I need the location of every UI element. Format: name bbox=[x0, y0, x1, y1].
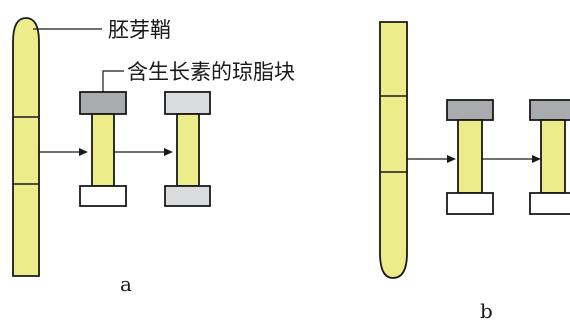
agar-block-label: 含生长素的琼脂块 bbox=[127, 60, 295, 84]
segment-b2 bbox=[540, 119, 566, 194]
segment-b1 bbox=[457, 119, 483, 194]
coleoptile-label: 胚芽鞘 bbox=[108, 18, 171, 42]
coleoptile-b bbox=[379, 21, 408, 279]
panel-a: 胚芽鞘 含生长素的琼脂块 a bbox=[12, 17, 295, 296]
coleoptile-a bbox=[12, 17, 40, 277]
arrow-b2-head bbox=[532, 155, 541, 163]
donor-block-a2 bbox=[164, 91, 211, 115]
panel-b-caption: b bbox=[480, 299, 493, 323]
panel-b: b bbox=[379, 21, 570, 323]
panel-a-caption: a bbox=[120, 272, 132, 296]
arrow-b1-head bbox=[447, 155, 456, 163]
donor-block-a1 bbox=[79, 91, 127, 115]
receiver-block-b2 bbox=[529, 192, 570, 215]
segment-a2 bbox=[176, 113, 200, 187]
donor-block-b2 bbox=[529, 99, 570, 121]
agar-block-label-leader bbox=[102, 70, 124, 92]
segment-a1 bbox=[91, 113, 115, 187]
arrow-a1-head bbox=[79, 148, 88, 156]
receiver-block-b1 bbox=[446, 192, 494, 215]
receiver-block-a2 bbox=[164, 185, 211, 207]
donor-block-b1 bbox=[446, 99, 494, 121]
arrow-a2-head bbox=[164, 148, 173, 156]
receiver-block-a1 bbox=[79, 185, 127, 207]
